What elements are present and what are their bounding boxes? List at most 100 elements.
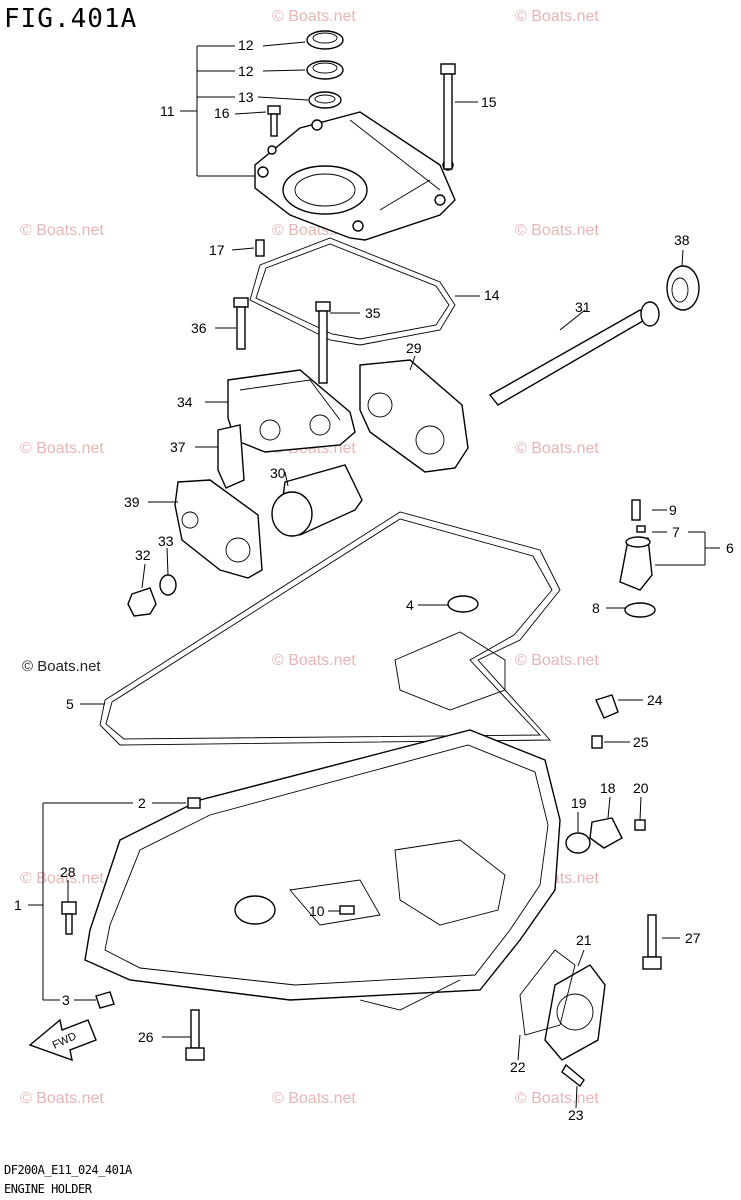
callout-28: 28 [60,864,76,880]
callout-32: 32 [135,547,151,563]
watermark: © Boats.net [515,8,599,25]
gasket-19 [565,832,591,854]
fitting-6 [619,536,653,591]
callout-31: 31 [575,299,591,315]
watermark: © Boats.net [515,222,599,239]
callout-5: 5 [66,696,74,712]
callout-20: 20 [633,780,649,796]
callout-19: 19 [571,795,587,811]
plug-3 [95,991,115,1009]
callout-25: 25 [633,734,649,750]
plate-39 [174,479,263,579]
callout-14: 14 [484,287,500,303]
watermark: © Boats.net [20,222,104,239]
o-ring-4 [447,595,479,613]
upper-cover-plate [254,111,456,241]
callout-26: 26 [138,1029,154,1045]
bolt-23 [561,1063,585,1088]
cover-18 [589,817,623,849]
callout-37: 37 [170,439,186,455]
engine-holder-1 [84,729,561,1011]
callout-35: 35 [365,305,381,321]
bolt-10 [339,905,355,915]
callout-3: 3 [62,992,70,1008]
bolt-28 [61,901,77,935]
callout-30: 30 [270,465,286,481]
o-ring-8 [624,602,656,618]
callout-27: 27 [685,930,701,946]
callout-15: 15 [481,94,497,110]
gasket-5 [99,511,561,746]
callout-11: 11 [160,103,175,119]
callout-33: 33 [158,533,174,549]
watermark: © Boats.net [515,440,599,457]
callout-2: 2 [138,795,146,811]
nut-32 [127,587,157,617]
callout-34: 34 [177,394,193,410]
seal-12-upper [306,30,344,50]
callout-13: 13 [238,89,254,105]
watermark: © Boats.net [20,1090,104,1107]
dowel-pin-17 [255,239,265,257]
bolt-27 [642,914,662,970]
bolt-16 [267,105,281,137]
callout-22: 22 [510,1059,526,1075]
seal-38 [666,265,700,311]
callout-labels: 11 12 12 13 16 15 17 14 35 36 29 31 38 3… [14,37,734,1123]
callout-24: 24 [647,692,663,708]
callout-38: 38 [674,232,690,248]
watermark: © Boats.net [20,440,104,457]
shaft-31 [488,301,660,406]
callout-6: 6 [726,540,734,556]
gasket-22 [519,949,576,1036]
o-ring-13 [308,91,342,109]
bolt-20 [634,819,646,831]
callout-9: 9 [669,502,677,518]
long-bolt-15 [440,63,456,170]
callout-12: 12 [238,63,254,79]
bolt-25 [591,735,603,749]
watermark: © Boats.net [515,1090,599,1107]
watermark: © Boats.net [20,870,104,887]
seal-12-lower [306,60,344,80]
bolt-9 [631,499,641,521]
drawing-code: DF200A_E11_024_401A [4,1163,132,1177]
gasket-14 [249,237,456,346]
washer-33 [159,574,177,596]
callout-12: 12 [238,37,254,53]
clip-37 [217,424,245,489]
callout-7: 7 [672,524,680,540]
sensor-24 [595,694,619,719]
leader-lines [28,41,720,1109]
bushing-30 [271,464,363,537]
callout-8: 8 [592,600,600,616]
callout-21: 21 [576,932,592,948]
bracket-34 [227,369,356,453]
bolt-35 [315,301,331,384]
plug-2 [187,797,201,809]
callout-29: 29 [406,340,422,356]
watermark: © Boats.net [272,8,356,25]
fwd-arrow-icon [28,1018,97,1062]
callout-4: 4 [406,597,414,613]
bolt-26 [185,1009,205,1061]
watermark: © Boats.net [515,652,599,669]
figure-title: FIG.401A [4,4,138,34]
gasket-7 [636,525,646,533]
callout-1: 1 [14,897,22,913]
callout-10: 10 [309,903,325,919]
cover-21 [544,964,606,1061]
callout-16: 16 [214,105,230,121]
callout-39: 39 [124,494,140,510]
watermark: © Boats.net [22,658,101,675]
watermark: © Boats.net [272,652,356,669]
watermark: © Boats.net [272,1090,356,1107]
callout-36: 36 [191,320,207,336]
callout-17: 17 [209,242,225,258]
callout-18: 18 [600,780,616,796]
mount-block-29 [359,359,469,473]
group-name: ENGINE HOLDER [4,1182,92,1196]
bolt-36 [233,297,249,350]
callout-23: 23 [568,1107,584,1123]
